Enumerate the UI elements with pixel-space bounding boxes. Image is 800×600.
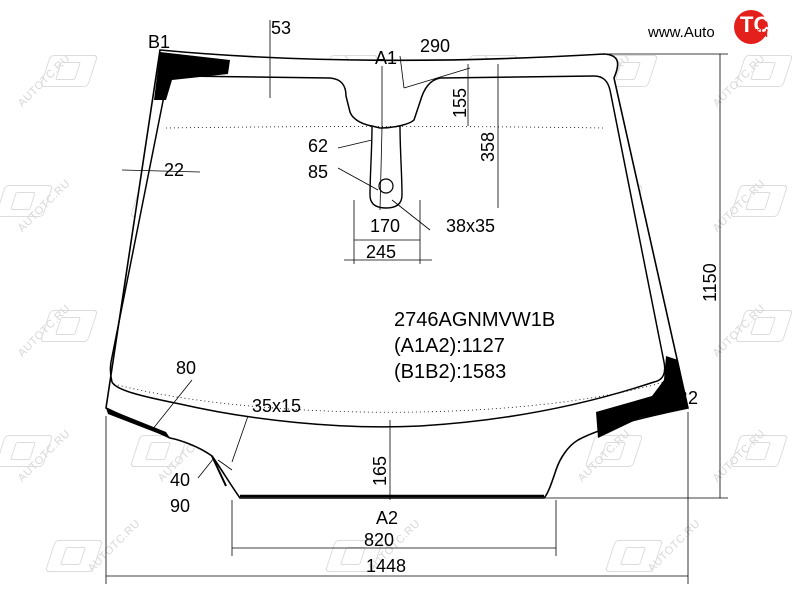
dim-85: 85 bbox=[308, 162, 328, 182]
b1b2-distance: (B1B2):1583 bbox=[394, 361, 506, 383]
brand-circle-icon bbox=[734, 10, 768, 44]
bottom-left-seal bbox=[211, 455, 227, 487]
dim-155: 155 bbox=[450, 88, 470, 118]
dim-290: 290 bbox=[420, 36, 450, 56]
dim-90: 90 bbox=[170, 496, 190, 516]
dim-22: 22 bbox=[164, 160, 184, 180]
point-a2-label: A2 bbox=[376, 508, 398, 528]
mirror-pad-outline bbox=[369, 125, 403, 209]
dim-53: 53 bbox=[271, 18, 291, 38]
brand-url: www.Auto .ru bbox=[648, 24, 768, 41]
brand-suffix: .ru bbox=[750, 24, 769, 41]
dim-80: 80 bbox=[176, 358, 196, 378]
dim-165: 165 bbox=[370, 456, 390, 486]
dim-1448: 1448 bbox=[366, 556, 406, 576]
point-b2-label: B2 bbox=[676, 388, 698, 408]
dim-38x35: 38x35 bbox=[446, 216, 495, 236]
windshield-outer-contour bbox=[105, 49, 689, 499]
dim-40: 40 bbox=[170, 470, 190, 490]
b2-black-corner bbox=[596, 356, 688, 438]
dim-170: 170 bbox=[370, 216, 400, 236]
dim-1150: 1150 bbox=[700, 263, 720, 302]
part-code: 2746AGNMVW1B bbox=[394, 309, 555, 331]
dim-358: 358 bbox=[478, 132, 498, 162]
brand-prefix: www.Auto bbox=[648, 24, 715, 41]
brand-logo: TC www.Auto .ru bbox=[648, 10, 796, 44]
dim-245: 245 bbox=[366, 242, 396, 262]
dimension-lines bbox=[105, 20, 728, 584]
dim-62: 62 bbox=[308, 136, 328, 156]
point-b1-label: B1 bbox=[148, 32, 170, 52]
brand-mark: TC bbox=[740, 12, 770, 37]
dim-35x15: 35x15 bbox=[252, 396, 301, 416]
a1a2-distance: (A1A2):1127 bbox=[394, 335, 505, 357]
sensor-circle-icon bbox=[378, 178, 394, 194]
windshield-inner-contour bbox=[109, 75, 666, 428]
upper-dotted-line bbox=[165, 126, 605, 129]
bottom-left-strip bbox=[106, 408, 170, 438]
dim-820: 820 bbox=[364, 530, 394, 550]
point-a1-label: A1 bbox=[375, 48, 397, 68]
b1-black-corner bbox=[154, 52, 230, 100]
